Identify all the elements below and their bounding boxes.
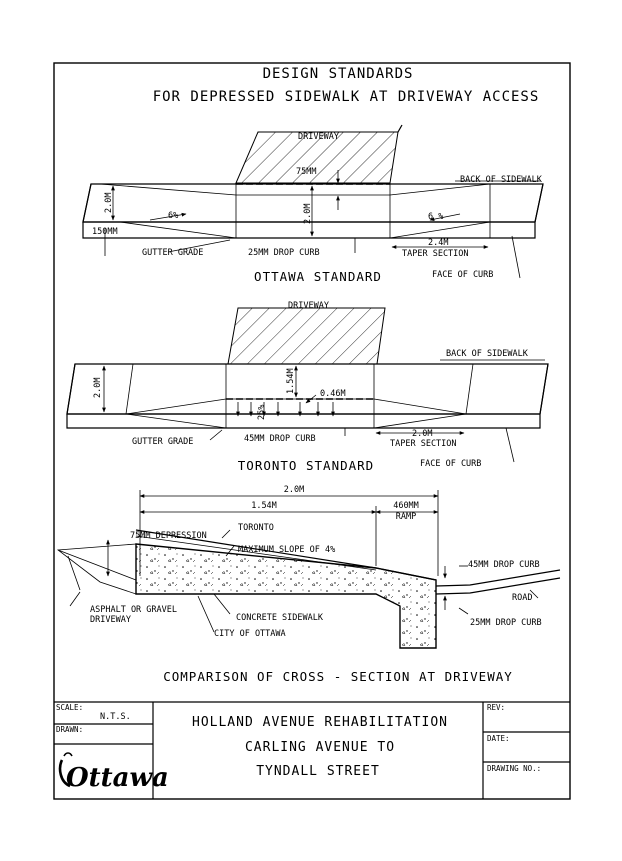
comparison-drop-25: 25MM DROP CURB xyxy=(470,618,542,628)
comparison-ramp-word: RAMP xyxy=(396,512,416,522)
toronto-width-mid: 1.54M xyxy=(286,368,296,394)
comparison-drop-45: 45MM DROP CURB xyxy=(468,560,540,570)
toronto-taper-section: TAPER SECTION xyxy=(390,439,457,449)
ottawa-gutter-grade: GUTTER GRADE xyxy=(142,248,203,258)
toronto-slope: 25% xyxy=(257,405,267,420)
ottawa-standard-diagram: DRIVEWAY 75MM BACK OF SIDEWALK 2.0M 2.0M… xyxy=(82,124,544,284)
toronto-width-left: 2.0M xyxy=(93,378,103,398)
concrete-sidewalk-section xyxy=(135,543,437,649)
comparison-max-slope: MAXIMUM SLOPE OF 4% xyxy=(238,545,335,555)
ottawa-slope-left: 6% xyxy=(168,211,178,221)
ottawa-driveway-label: DRIVEWAY xyxy=(298,132,339,142)
project-line-3: TYNDALL STREET xyxy=(256,764,380,779)
comparison-toronto: TORONTO xyxy=(238,523,274,533)
comparison-cross-section: 2.0M 1.54M 460MM RAMP 75MM DEPRESSION TO… xyxy=(56,485,561,684)
comparison-asphalt-2: DRIVEWAY xyxy=(90,615,131,625)
ottawa-width-left: 2.0M xyxy=(104,193,114,213)
ottawa-taper-section: TAPER SECTION xyxy=(402,249,469,259)
ottawa-standard-heading: OTTAWA STANDARD xyxy=(254,269,382,284)
ottawa-width-mid: 2.0M xyxy=(303,204,313,224)
comparison-asphalt-1: ASPHALT OR GRAVEL xyxy=(90,605,177,615)
ottawa-back-of-sidewalk: BACK OF SIDEWALK xyxy=(460,175,543,185)
scale-label: SCALE: xyxy=(56,703,83,712)
title-block: SCALE: N.T.S. DRAWN: Ottawa HOLLAND AVEN… xyxy=(54,701,570,799)
comparison-depression: 75MM DEPRESSION xyxy=(130,531,207,541)
ottawa-slope-right: 6 % xyxy=(428,212,443,222)
project-line-2: CARLING AVENUE TO xyxy=(245,740,395,755)
comparison-heading: COMPARISON OF CROSS - SECTION AT DRIVEWA… xyxy=(163,669,513,684)
comparison-concrete: CONCRETE SIDEWALK xyxy=(236,613,324,623)
toronto-ramp-width: 0.46M xyxy=(320,389,346,399)
comparison-ramp-length: 460MM xyxy=(393,501,419,511)
toronto-drop-curb: 45MM DROP CURB xyxy=(244,434,316,444)
scale-value: N.T.S. xyxy=(100,712,131,722)
toronto-standard-diagram: DRIVEWAY BACK OF SIDEWALK 2.0M 1.54M 25%… xyxy=(66,301,549,473)
comparison-ottawa: CITY OF OTTAWA xyxy=(214,629,286,639)
toronto-taper-length: 2.0M xyxy=(412,429,432,439)
toronto-back-of-sidewalk: BACK OF SIDEWALK xyxy=(446,349,529,359)
sheet-border xyxy=(53,62,571,800)
drawn-label: DRAWN: xyxy=(56,725,83,734)
toronto-gutter-grade: GUTTER GRADE xyxy=(132,437,193,447)
toronto-driveway-hatch xyxy=(227,307,386,365)
ottawa-curb-height: 150MM xyxy=(92,227,118,237)
toronto-standard-heading: TORONTO STANDARD xyxy=(238,458,374,473)
comparison-road: ROAD xyxy=(512,593,532,603)
ottawa-drop-curb: 25MM DROP CURB xyxy=(248,248,320,258)
drawing-no-label: DRAWING NO.: xyxy=(487,764,541,773)
comparison-flat-part: 1.54M xyxy=(251,501,277,511)
toronto-driveway-label: DRIVEWAY xyxy=(288,301,329,311)
ottawa-logo-text: Ottawa xyxy=(66,763,169,793)
rev-label: REV: xyxy=(487,703,505,712)
ottawa-depression-label: 75MM xyxy=(296,167,316,177)
project-line-1: HOLLAND AVENUE REHABILITATION xyxy=(192,715,448,730)
ottawa-taper-length: 2.4M xyxy=(428,238,448,248)
toronto-face-of-curb: FACE OF CURB xyxy=(420,459,481,469)
comparison-overall: 2.0M xyxy=(284,485,304,495)
title-line-2: FOR DEPRESSED SIDEWALK AT DRIVEWAY ACCES… xyxy=(153,89,540,105)
ottawa-face-of-curb: FACE OF CURB xyxy=(432,270,493,280)
title-line-1: DESIGN STANDARDS xyxy=(263,66,414,82)
date-label: DATE: xyxy=(487,734,510,743)
ottawa-logo: Ottawa xyxy=(58,752,169,793)
